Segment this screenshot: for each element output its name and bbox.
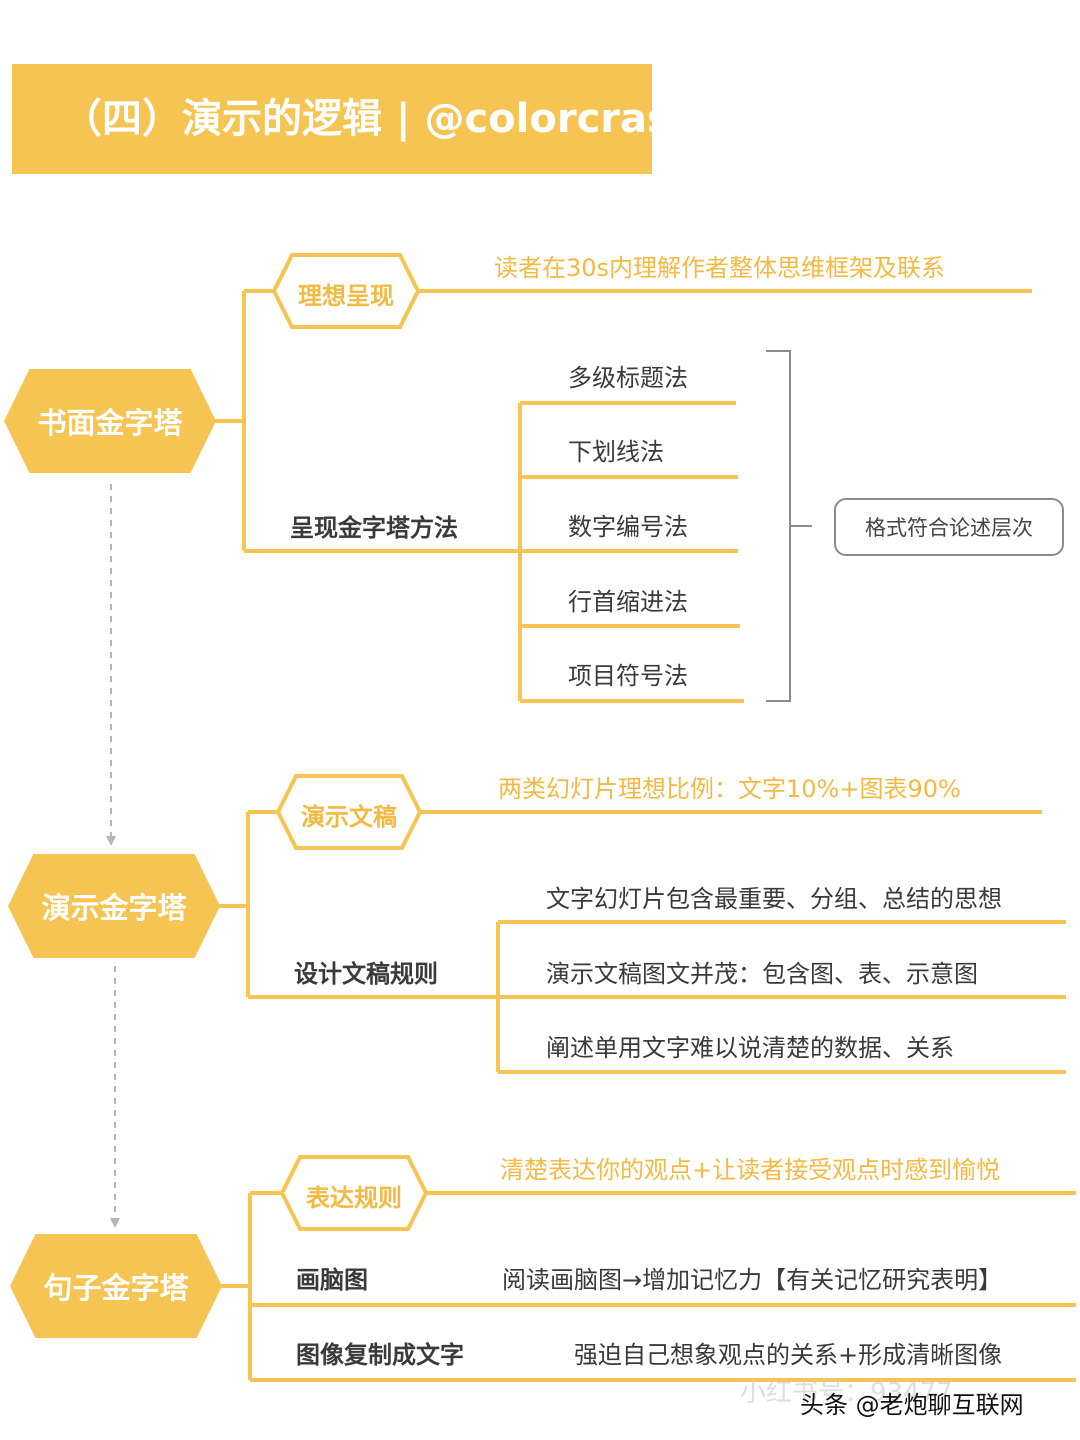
rule-item: 文字幻灯片包含最重要、分组、总结的思想 xyxy=(546,885,1002,913)
method-item: 项目符号法 xyxy=(568,662,688,690)
rules-label: 设计文稿规则 xyxy=(294,960,438,988)
draft-label: 演示文稿 xyxy=(301,803,397,831)
method-label: 呈现金字塔方法 xyxy=(290,514,458,542)
draft-desc: 两类幻灯片理想比例：文字10%+图表90% xyxy=(498,775,961,803)
node-written-pyramid: 书面金字塔 xyxy=(4,369,216,473)
method-item: 下划线法 xyxy=(568,438,664,466)
watermark: 头条 @老炮聊互联网 xyxy=(800,1391,1024,1419)
node-sentence-pyramid: 句子金字塔 xyxy=(10,1234,222,1338)
method-item: 多级标题法 xyxy=(568,364,688,392)
method-item: 数字编号法 xyxy=(568,513,688,541)
watermark-faint: 小红书号：93477 xyxy=(740,1378,953,1408)
format-note-box: 格式符合论述层次 xyxy=(834,498,1064,556)
page-title: （四）演示的逻辑 | @colorcrash xyxy=(12,64,699,174)
node-presentation-pyramid: 演示金字塔 xyxy=(8,854,220,958)
ideal-presentation-label: 理想呈现 xyxy=(298,282,394,310)
item-desc: 阅读画脑图→增加记忆力【有关记忆研究表明】 xyxy=(502,1266,1003,1294)
item-name: 图像复制成文字 xyxy=(296,1341,464,1369)
method-item: 行首缩进法 xyxy=(568,588,688,616)
item-name: 画脑图 xyxy=(296,1266,368,1294)
item-desc: 强迫自己想象观点的关系+形成清晰图像 xyxy=(574,1341,1003,1369)
ideal-presentation-desc: 读者在30s内理解作者整体思维框架及联系 xyxy=(494,254,946,282)
rule-item: 演示文稿图文并茂：包含图、表、示意图 xyxy=(546,960,978,988)
rule-item: 阐述单用文字难以说清楚的数据、关系 xyxy=(546,1034,954,1062)
expression-label: 表达规则 xyxy=(306,1184,402,1212)
expression-desc: 清楚表达你的观点+让读者接受观点时感到愉悦 xyxy=(500,1156,1001,1184)
